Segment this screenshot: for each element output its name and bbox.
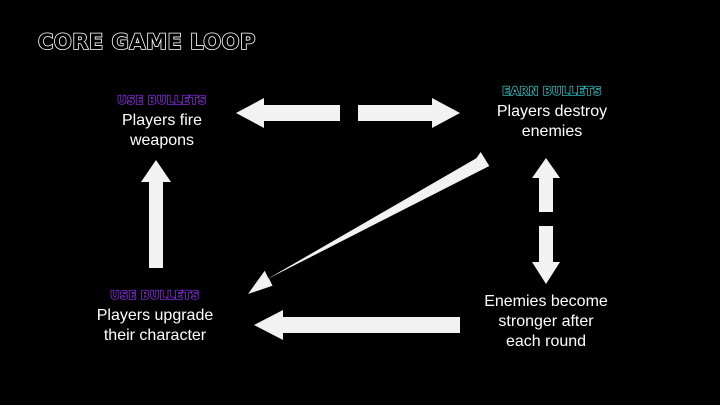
node-earn-bullets: EARN BULLETS Players destroy enemies xyxy=(472,83,632,142)
use-fire-text: Players fire weapons xyxy=(121,112,203,149)
diagram-title: CORE GAME LOOP xyxy=(37,29,256,55)
upgrade-text: Players upgrade their character xyxy=(96,307,214,344)
arrow-left-top xyxy=(236,98,340,128)
earn-text: Players destroy enemies xyxy=(496,103,608,140)
earn-bullets-tag: EARN BULLETS xyxy=(502,83,603,98)
node-use-bullets-upgrade: USE BULLETS Players upgrade their charac… xyxy=(80,287,230,346)
use-bullets-upgrade-tag: USE BULLETS xyxy=(110,287,201,302)
enemies-text: Enemies become stronger after each round xyxy=(484,293,608,350)
arrow-right-top xyxy=(358,98,460,128)
use-bullets-tag: USE BULLETS xyxy=(117,92,208,107)
arrow-diagonal xyxy=(248,152,490,294)
arrow-down-right xyxy=(532,226,560,284)
node-use-bullets-fire: USE BULLETS Players fire weapons xyxy=(92,92,232,151)
node-enemies-stronger: Enemies become stronger after each round xyxy=(460,292,632,352)
arrow-up-right xyxy=(532,158,560,212)
arrow-up-left xyxy=(141,160,171,268)
arrow-left-bottom xyxy=(254,310,460,340)
